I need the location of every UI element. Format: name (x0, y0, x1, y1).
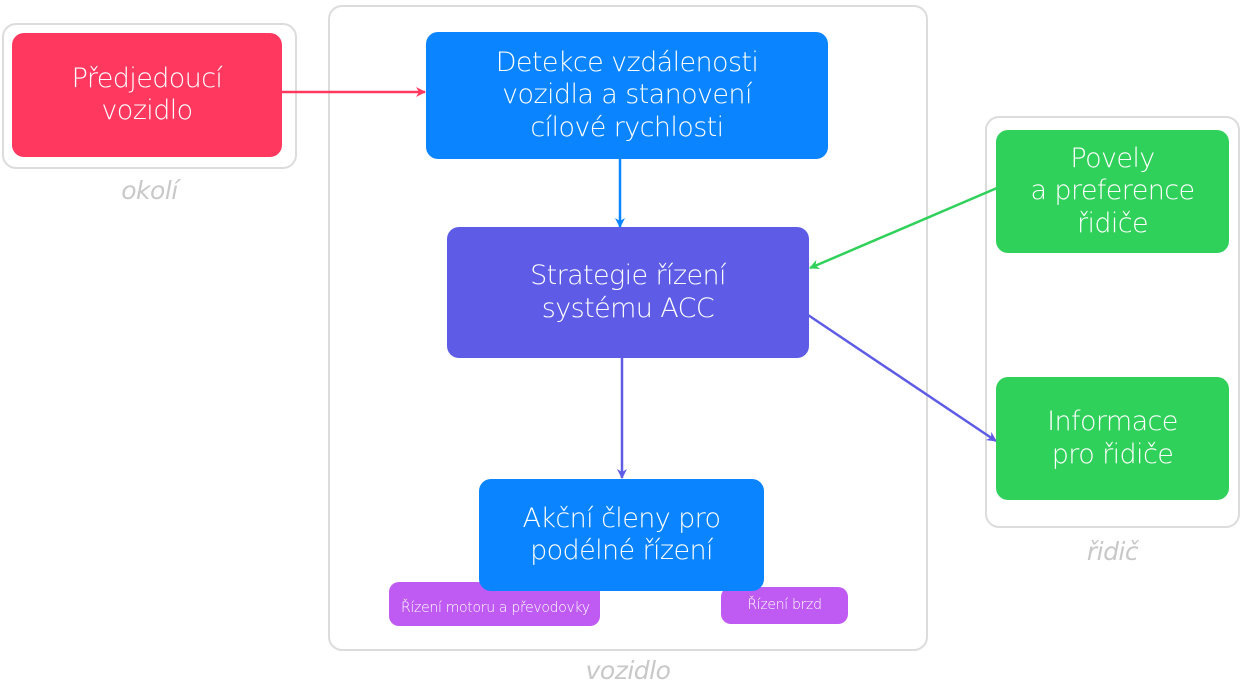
node-actuators: Akční členy pro podélné řízení (479, 479, 764, 591)
node-distance-detection: Detekce vzdálenosti vozidla a stanovení … (426, 32, 828, 159)
surroundings-container (2, 23, 297, 169)
surroundings-label: okolí (121, 176, 178, 205)
node-preceding-vehicle: Předjedoucí vozidlo (12, 33, 282, 157)
driver-label: řidič (1086, 537, 1139, 566)
node-driver-info: Informace pro řidiče (996, 377, 1229, 500)
node-brake-control: Řízení brzd (721, 587, 848, 624)
vehicle-label: vozidlo (585, 656, 671, 685)
node-acc-strategy: Strategie řízení systému ACC (447, 227, 809, 358)
node-driver-commands: Povely a preference řidiče (996, 130, 1229, 253)
